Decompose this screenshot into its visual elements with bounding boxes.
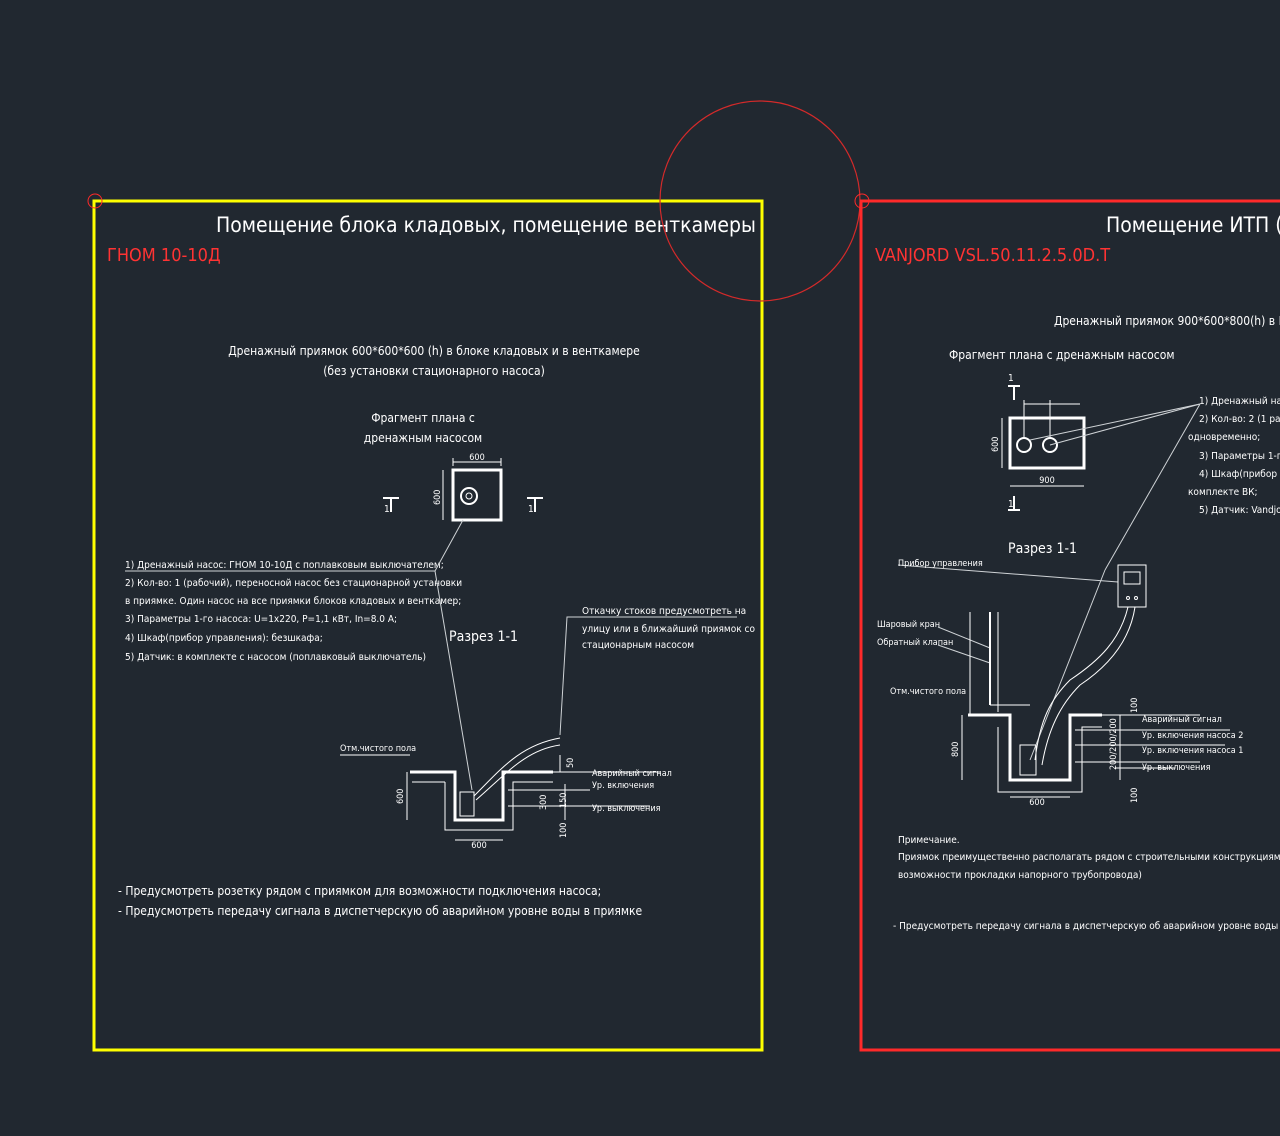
left-dim-300: 300: [539, 795, 549, 810]
left-spec-item: 3) Параметры 1-го насоса: U=1х220, P=1,1…: [125, 614, 397, 625]
left-discharge-note-line3: стационарным насосом: [582, 640, 694, 651]
left-note-1: - Предусмотреть розетку рядом с приямком…: [118, 884, 601, 898]
left-spec-item: 5) Датчик: в комплекте с насосом (поплав…: [125, 652, 426, 663]
right-section-drawing[interactable]: [961, 564, 1230, 798]
right-spec-item: 4) Шкаф(прибор уп: [1199, 468, 1280, 480]
left-model-label: ГНОМ 10-10Д: [107, 245, 221, 266]
left-plan-dim-top: 600: [469, 453, 484, 463]
right-spec-item: 1) Дренажный насо: [1199, 396, 1280, 407]
left-off-label: Ур. выключения: [592, 804, 661, 814]
right-plan-fragment[interactable]: [1001, 385, 1086, 511]
left-callout-leaders: [125, 519, 737, 791]
left-section-marker-b: 1: [528, 504, 534, 515]
right-spec-item: комплекте ВК;: [1188, 487, 1258, 498]
right-section-marker-a: 1: [1008, 373, 1014, 384]
right-spec-item: 2) Кол-во: 2 (1 раб: [1199, 413, 1280, 425]
right-dim-stack: 200/200/200: [1109, 718, 1119, 770]
right-dim-width: 600: [1029, 798, 1044, 808]
left-spec-item: 2) Кол-во: 1 (рабочий), переносной насос…: [125, 577, 462, 589]
right-frame-grip[interactable]: [854, 193, 870, 209]
right-specs-list: 1) Дренажный насо 2) Кол-во: 2 (1 раб од…: [1188, 396, 1280, 516]
right-dim-depth: 800: [951, 742, 961, 757]
right-ball-valve-label: Шаровый кран: [877, 620, 940, 630]
left-alarm-label: Аварийный сигнал: [592, 769, 672, 779]
left-dim-150: 150: [559, 793, 569, 808]
right-control-panel[interactable]: [1117, 564, 1147, 608]
right-section-marker-b: 1: [1008, 499, 1014, 510]
right-alarm-label: Аварийный сигнал: [1142, 715, 1222, 725]
left-section-pump: [459, 791, 475, 817]
right-dim-100-bottom: 100: [1130, 788, 1140, 803]
right-note-title: Примечание.: [898, 835, 960, 846]
left-plan-pump-icon: [460, 487, 478, 505]
left-heading-line1: Дренажный приямок 600*600*600 (h) в блок…: [228, 344, 640, 358]
right-off-label: Ур. выключения: [1142, 763, 1211, 773]
right-note-line1: Приямок преимущественно располагать рядо…: [898, 852, 1280, 863]
left-sheet[interactable]: Помещение блока кладовых, помещение вент…: [87, 193, 764, 1052]
left-dim-100: 100: [559, 823, 569, 838]
right-model-label: VANJORD VSL.50.11.2.5.0D.T: [875, 245, 1110, 266]
left-dim-width: 600: [471, 841, 486, 851]
left-on-label: Ур. включения: [592, 781, 654, 791]
right-plan-dim-side: 600: [991, 437, 1001, 452]
right-sheet-frame[interactable]: [859, 199, 1280, 1052]
right-pump2-label: Ур. включения насоса 2: [1142, 731, 1243, 741]
right-plan-dim-width: 900: [1039, 476, 1054, 486]
right-note-line2: возможности прокладки напорного трубопро…: [898, 869, 1142, 881]
right-plan-pit[interactable]: [1008, 416, 1086, 470]
right-spec-item: 3) Параметры 1-го: [1199, 451, 1280, 462]
left-note-2: - Предусмотреть передачу сигнала в диспе…: [118, 904, 643, 918]
left-dim-50: 50: [566, 758, 576, 768]
left-discharge-note-line1: Откачку стоков предусмотреть на: [582, 606, 746, 617]
left-section-marker-a: 1: [384, 504, 390, 515]
right-spec-item: 5) Датчик: Vandjo: [1199, 505, 1280, 516]
left-section-drawing[interactable]: [340, 737, 660, 841]
left-plan-pit[interactable]: [451, 468, 503, 522]
right-control-label: Прибор управления: [898, 558, 983, 569]
left-dim-depth: 600: [396, 789, 406, 804]
right-floor-label: Отм.чистого пола: [890, 687, 966, 697]
left-heading-line2: (без установки стационарного насоса): [323, 364, 545, 378]
right-bottom-note: - Предусмотреть передачу сигнала в диспе…: [893, 920, 1280, 932]
left-plan-dim-side: 600: [433, 490, 443, 505]
right-pump1-label: Ур. включения насоса 1: [1142, 746, 1243, 756]
right-title: Помещение ИТП (ЦТ: [1106, 213, 1280, 237]
left-spec-item: 4) Шкаф(прибор управления): безшкафа;: [125, 632, 323, 644]
left-discharge-note-line2: улицу или в ближайший приямок со: [582, 623, 755, 635]
right-heading: Дренажный приямок 900*600*800(h) в ИТП: [1054, 314, 1280, 328]
left-spec-item: 1) Дренажный насос: ГНОМ 10-10Д с поплав…: [125, 560, 444, 571]
left-specs-list: 1) Дренажный насос: ГНОМ 10-10Д с поплав…: [125, 560, 462, 663]
left-spec-item: в приямке. Один насос на все приямки бло…: [125, 595, 461, 607]
left-floor-label: Отм.чистого пола: [340, 744, 416, 754]
right-section-title: Разрез 1-1: [1008, 541, 1077, 557]
right-dim-100-top: 100: [1130, 698, 1140, 713]
left-section-title: Разрез 1-1: [449, 629, 518, 645]
right-callout-leaders: [897, 403, 1201, 761]
left-frame-grip[interactable]: [87, 193, 103, 209]
right-sheet[interactable]: Помещение ИТП (ЦТ VANJORD VSL.50.11.2.5.…: [854, 193, 1280, 1052]
right-check-valve-label: Обратный клапан: [877, 637, 953, 648]
right-plan-caption: Фрагмент плана с дренажным насосом: [949, 348, 1174, 362]
left-plan-caption-line1: Фрагмент плана с: [371, 411, 475, 425]
left-sheet-frame[interactable]: [92, 199, 764, 1052]
left-plan-caption-line2: дренажным насосом: [364, 431, 482, 445]
left-title: Помещение блока кладовых, помещение вент…: [216, 213, 756, 237]
left-plan-fragment[interactable]: [383, 458, 543, 522]
right-spec-item: одновременно;: [1188, 432, 1260, 443]
right-section-pump: [1019, 744, 1037, 776]
